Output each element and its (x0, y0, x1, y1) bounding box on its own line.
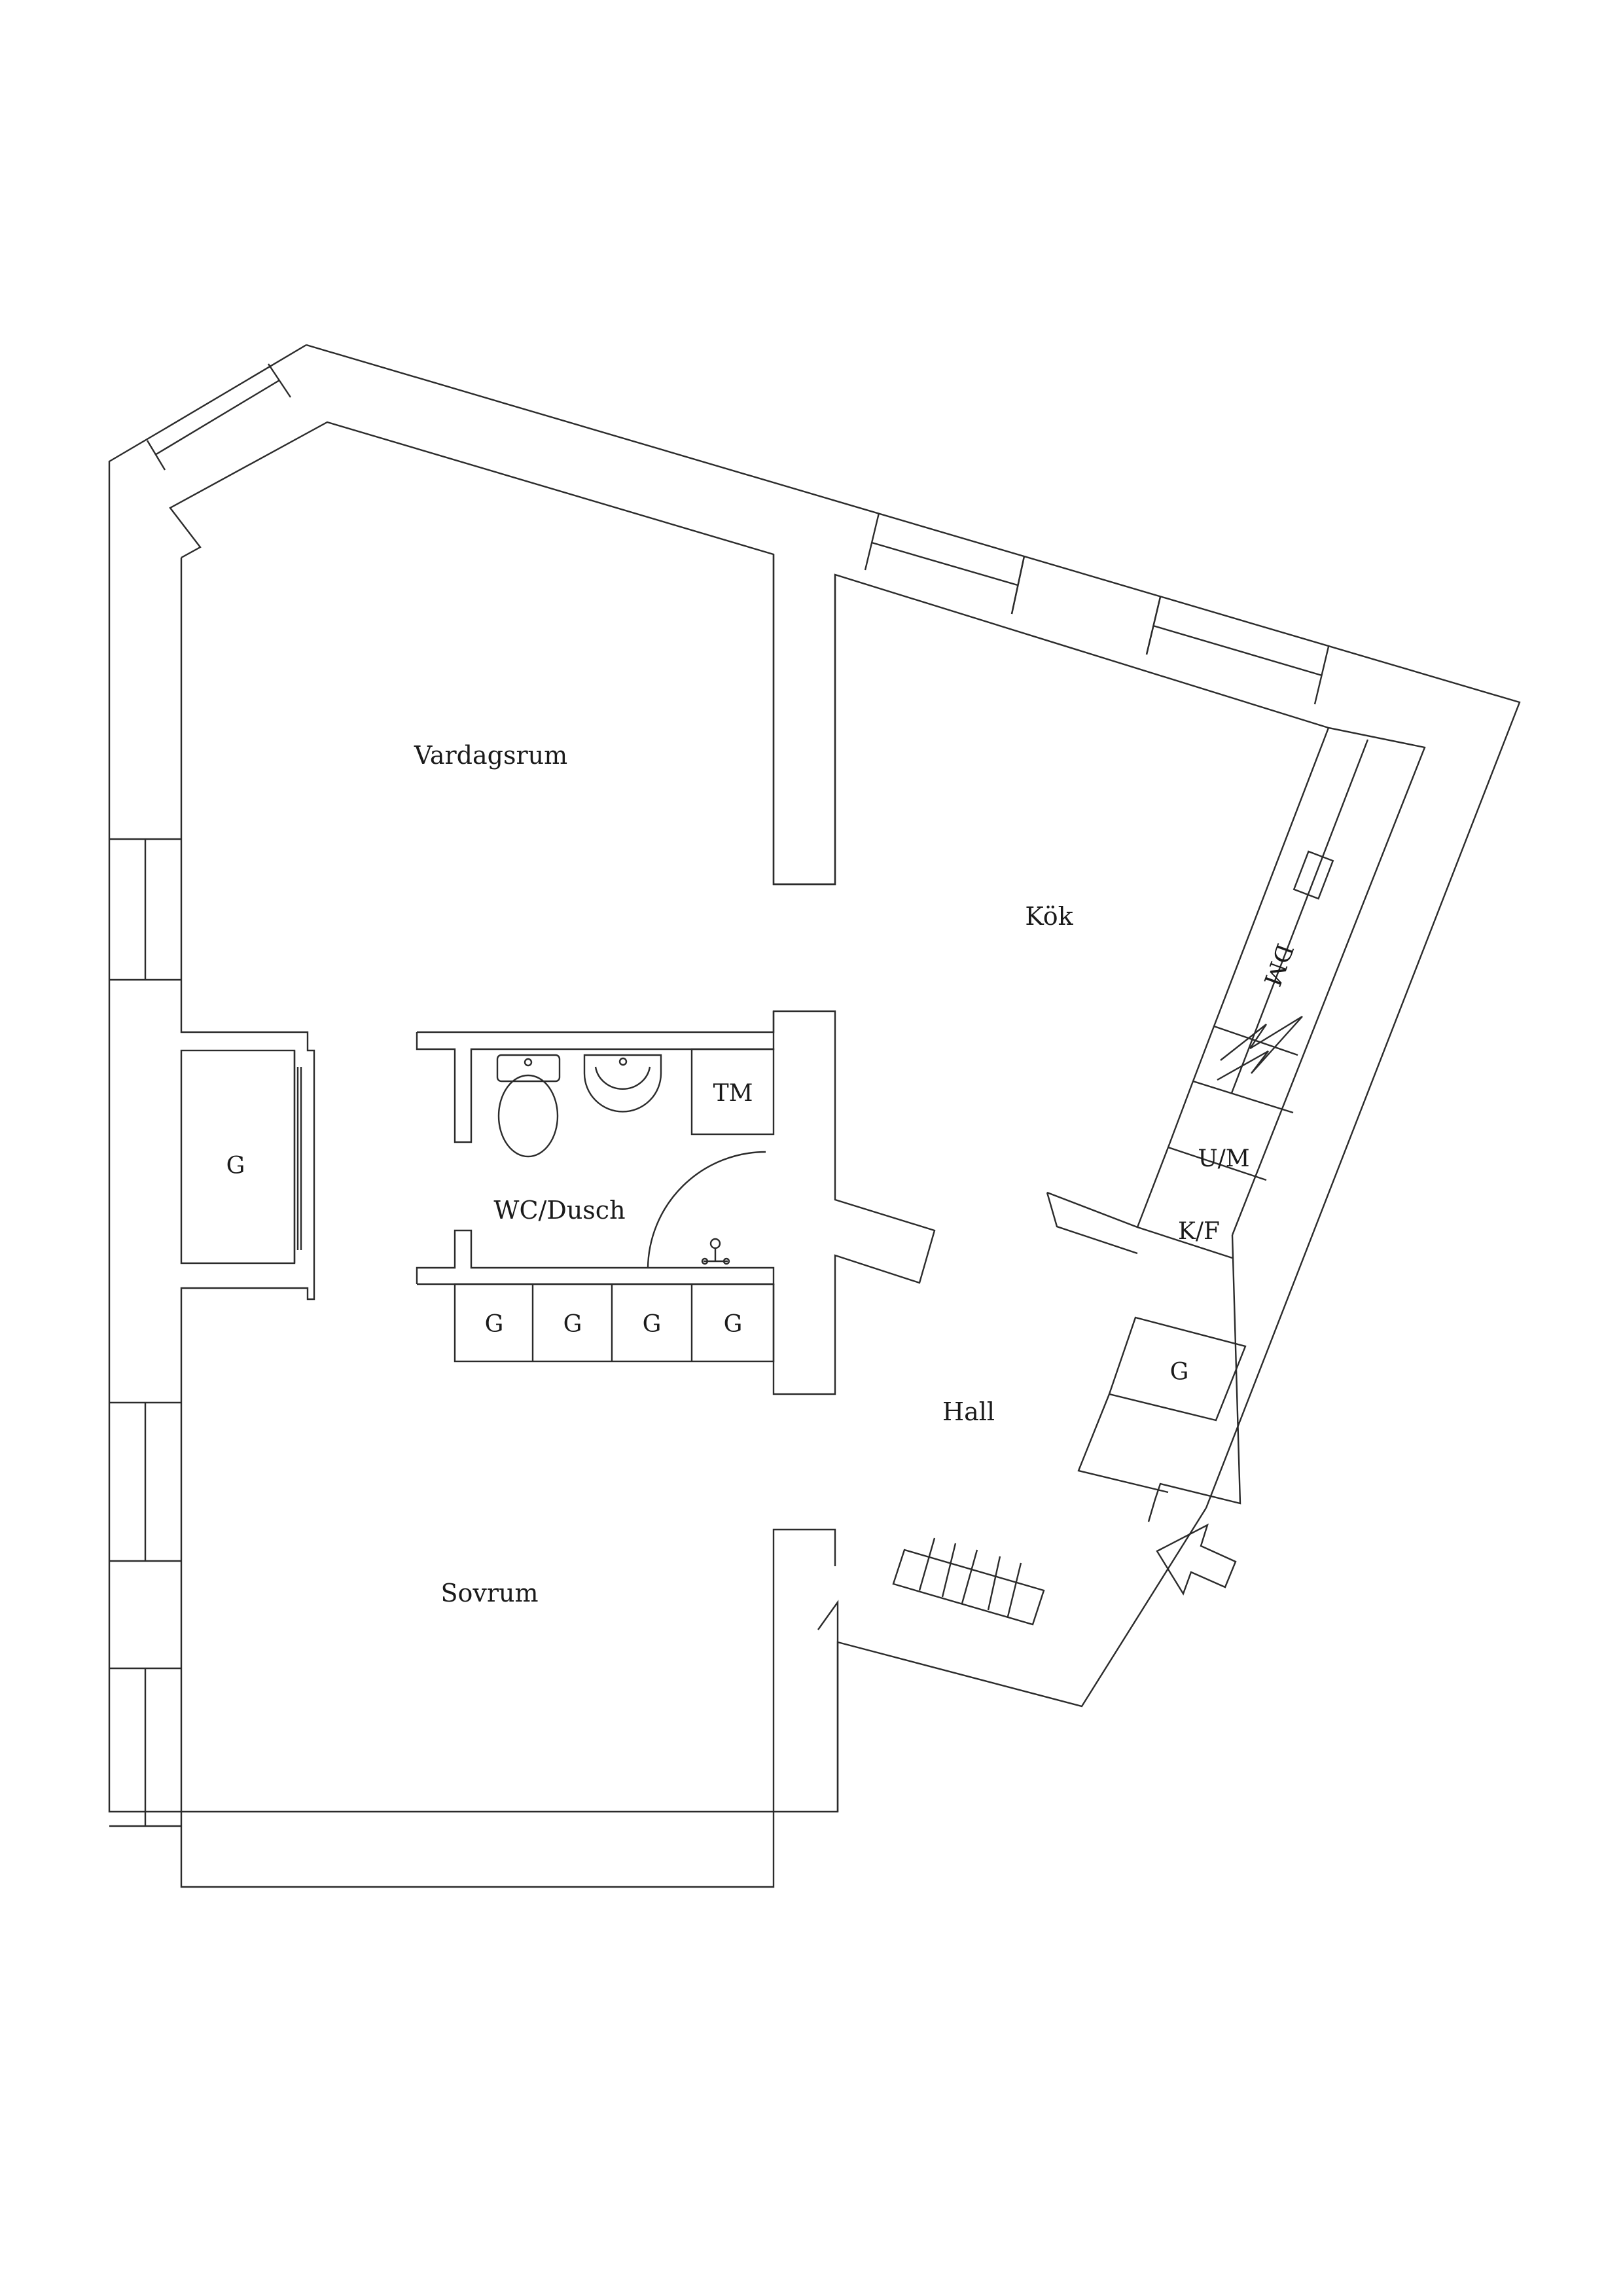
wardrobe-label-3: G (643, 1311, 662, 1338)
exterior-wall-inner-entry (1147, 1234, 1241, 1522)
room-label-wc-dusch: WC/Dusch (493, 1196, 625, 1225)
room-label-sovrum: Sovrum (440, 1579, 538, 1607)
exterior-wall-inner-left (180, 558, 836, 1888)
stove-icon (1217, 1015, 1303, 1081)
washing-machine-box (690, 1048, 775, 1136)
window-left-lower (109, 1667, 181, 1827)
bathroom-wall-bottom (417, 1011, 775, 1033)
washing-machine-label: TM (713, 1080, 753, 1107)
oven-microwave-label: U/M (1198, 1145, 1249, 1172)
window-top-right-3 (1145, 596, 1330, 705)
room-label-vardagsrum: Vardagsrum (414, 741, 567, 770)
window-left-upper (109, 838, 181, 981)
radiator-icon (892, 1537, 1045, 1626)
wall-living-kitchen (772, 554, 836, 886)
sink-icon (583, 1054, 662, 1113)
toilet-icon (496, 1054, 561, 1158)
wardrobe-label-2: G (563, 1311, 582, 1338)
fridge-freezer-label: K/F (1178, 1218, 1220, 1245)
window-top-left (146, 363, 291, 471)
hall-wardrobe (1077, 1316, 1247, 1494)
entrance-arrow-icon (1156, 1523, 1237, 1596)
exterior-wall-outer-top (306, 344, 1521, 1509)
window-top-right-1 (864, 512, 1026, 615)
room-label-kok: Kök (1025, 902, 1073, 931)
window-left-middle (109, 1401, 181, 1562)
shower-icon (647, 1151, 766, 1268)
window-top-right-2 (1010, 556, 1162, 655)
bathroom-wall-top (416, 1010, 936, 1395)
room-label-hall: Hall (942, 1397, 995, 1426)
bathroom-wall-lower (416, 1229, 775, 1285)
closet-left (180, 1049, 302, 1265)
wardrobe-row (454, 1283, 775, 1363)
exterior-wall-inner-living (169, 421, 1329, 886)
kitchen-counter (1046, 727, 1369, 1259)
wardrobe-label-1: G (485, 1311, 504, 1338)
wardrobe-label-4: G (724, 1311, 743, 1338)
exterior-wall-outer-right (836, 1507, 1207, 1812)
dishwasher-label: DM (1258, 940, 1298, 990)
dishwasher-cabinet (1293, 850, 1334, 900)
exterior-wall-inner-kitchen (1231, 726, 1426, 1236)
wardrobe-label-closet: G (226, 1153, 245, 1179)
wardrobe-label-hall: G (1170, 1359, 1189, 1386)
exterior-wall-outer (108, 344, 839, 1813)
